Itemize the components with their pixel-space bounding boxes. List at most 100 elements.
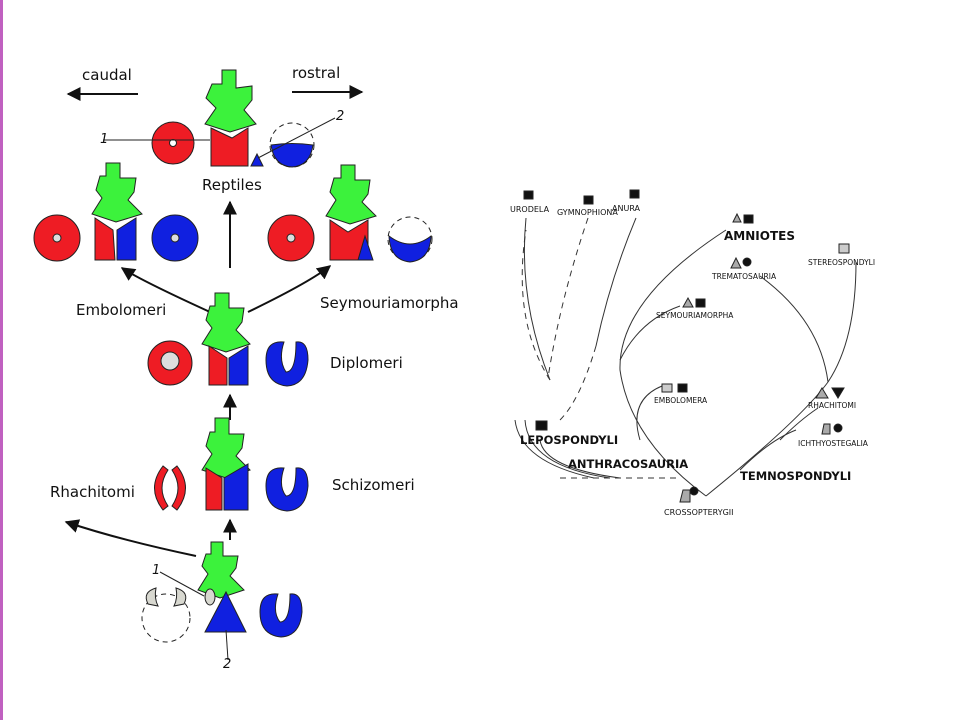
branch-ichthyostegalia <box>739 429 797 471</box>
branch-trematosauria <box>759 275 829 383</box>
base-vertebra-group: 1 2 <box>141 541 303 672</box>
intercentrum-blue-small <box>250 152 264 167</box>
pleurocentrum-grey-small <box>204 588 216 606</box>
branch-embolomera <box>636 385 663 441</box>
circle-icon <box>833 423 843 433</box>
notochord-canal <box>286 233 296 243</box>
taxon-temnospondyli: TEMNOSPONDYLI <box>740 469 851 483</box>
caudal-arrow: caudal <box>66 66 138 101</box>
taxon-seymouriamorpha: SEYMOURIAMORPHA <box>656 311 734 320</box>
triangle-icon <box>815 387 829 399</box>
pleurocentrum-grey-right <box>173 587 187 607</box>
square-grey-icon <box>661 383 673 393</box>
reptiles-label: Reptiles <box>202 176 262 194</box>
dashed-outline <box>269 122 315 168</box>
taxon-amniotes: AMNIOTES <box>724 229 795 243</box>
phylogenetic-tree <box>514 217 857 497</box>
seymouriamorpha-vertebra-group <box>267 164 433 263</box>
branch-lepospondyli-a <box>514 419 595 479</box>
triangle-icon <box>730 256 742 269</box>
branch-anthracosauria <box>619 229 727 497</box>
intercentrum-blue-crescent <box>270 143 314 168</box>
neural-arch-green <box>91 162 143 223</box>
square-icon <box>743 214 754 224</box>
triangle-icon <box>682 296 694 308</box>
pleurocentrum-red <box>329 219 369 261</box>
centrum-blue-horseshoe <box>265 467 309 512</box>
embolomeri-vertebra-group <box>33 162 199 262</box>
pleurocentrum-red <box>210 127 249 167</box>
taxon-urodela: URODELA <box>510 205 550 214</box>
taxon-ichthyostegalia: ICHTHYOSTEGALIA <box>798 439 869 448</box>
taxon-embolomera: EMBOLOMERA <box>654 396 708 405</box>
circle-icon <box>689 486 699 496</box>
centrum-blue-horseshoe <box>265 341 309 387</box>
branch-anura <box>595 217 637 347</box>
taxon-crossopterygii: CROSSOPTERYGII <box>664 508 734 517</box>
tree-symbols <box>523 189 850 503</box>
square-icon <box>523 190 534 200</box>
neural-arch-green <box>204 69 257 133</box>
square-icon <box>695 298 706 308</box>
circle-icon <box>742 257 752 267</box>
taxon-gymnophiona: GYMNOPHIONA <box>557 208 618 217</box>
square-icon <box>677 383 688 393</box>
notochord-canal-large <box>160 351 180 371</box>
left-border-line <box>0 0 3 720</box>
inverted-triangle-icon <box>831 387 845 399</box>
embolomeri-label: Embolomeri <box>76 301 166 319</box>
intercentrum-blue-small <box>357 234 374 261</box>
rostral-arrow: rostral <box>292 64 364 99</box>
taxon-trematosauria: TREMATOSAURIA <box>711 272 777 281</box>
rostral-label: rostral <box>292 64 340 82</box>
taxon-anthracosauria: ANTHRACOSAURIA <box>568 457 688 471</box>
pleurocentrum-red <box>94 217 116 261</box>
square-grey-icon <box>838 243 850 254</box>
square-icon <box>583 195 594 205</box>
square-icon <box>535 420 548 431</box>
schizomeri-vertebra-group: Schizomeri <box>154 417 415 512</box>
intercentrum-blue <box>223 463 249 511</box>
seymouriamorpha-label: Seymouriamorpha <box>320 294 459 312</box>
label-2-bottom: 2 <box>223 657 231 672</box>
notochord-canal <box>52 233 62 243</box>
dashed-outline <box>387 216 433 262</box>
branch-temnospondyli <box>705 261 857 497</box>
notochord-canal <box>170 233 180 243</box>
reptiles-vertebra-group: 1 2 Reptiles <box>100 69 344 194</box>
caudal-label: caudal <box>82 66 132 84</box>
intercentrum-blue-crescent <box>388 234 432 263</box>
pleurocentrum-red <box>208 345 228 386</box>
intercentrum-blue-wedge <box>204 590 247 633</box>
intercentrum-blue <box>228 345 249 386</box>
neural-arch-green <box>201 292 251 353</box>
intercentrum-blue <box>116 217 137 261</box>
centrum-red-split-right <box>171 465 186 511</box>
label-1-bottom: 1 <box>152 563 160 578</box>
neural-arch-green <box>325 164 377 225</box>
taxon-anura: ANURA <box>612 204 641 213</box>
label-2-top: 2 <box>336 109 344 124</box>
taxon-lepospondyli: LEPOSPONDYLI <box>520 433 618 447</box>
pleurocentrum-red <box>205 467 223 511</box>
rhachitomi-label: Rhachitomi <box>50 483 135 501</box>
diplomeri-label: Diplomeri <box>330 354 403 372</box>
tree-labels: URODELA GYMNOPHIONA ANURA AMNIOTES TREMA… <box>510 204 875 517</box>
dashed-outline <box>141 593 191 643</box>
branch-lepospondyli-b <box>524 419 611 479</box>
triangle-icon <box>732 212 742 223</box>
branch-rhachitomi <box>779 407 819 441</box>
label-1-top: 1 <box>100 132 108 147</box>
branch-urodela-dashed <box>521 229 551 381</box>
schizomeri-label: Schizomeri <box>332 476 415 494</box>
taxon-rhachitomi: RHACHITOMI <box>808 401 856 410</box>
square-icon <box>629 189 640 199</box>
branch-lepospondyli-c <box>539 439 621 479</box>
branch-seymouriamorpha <box>619 305 681 361</box>
centrum-blue-horseshoe <box>259 593 303 638</box>
centrum-red-split-left <box>154 465 169 511</box>
pleurocentrum-grey-left <box>145 587 159 607</box>
trapezoid-icon <box>679 489 691 503</box>
neural-arch-green <box>197 541 245 599</box>
